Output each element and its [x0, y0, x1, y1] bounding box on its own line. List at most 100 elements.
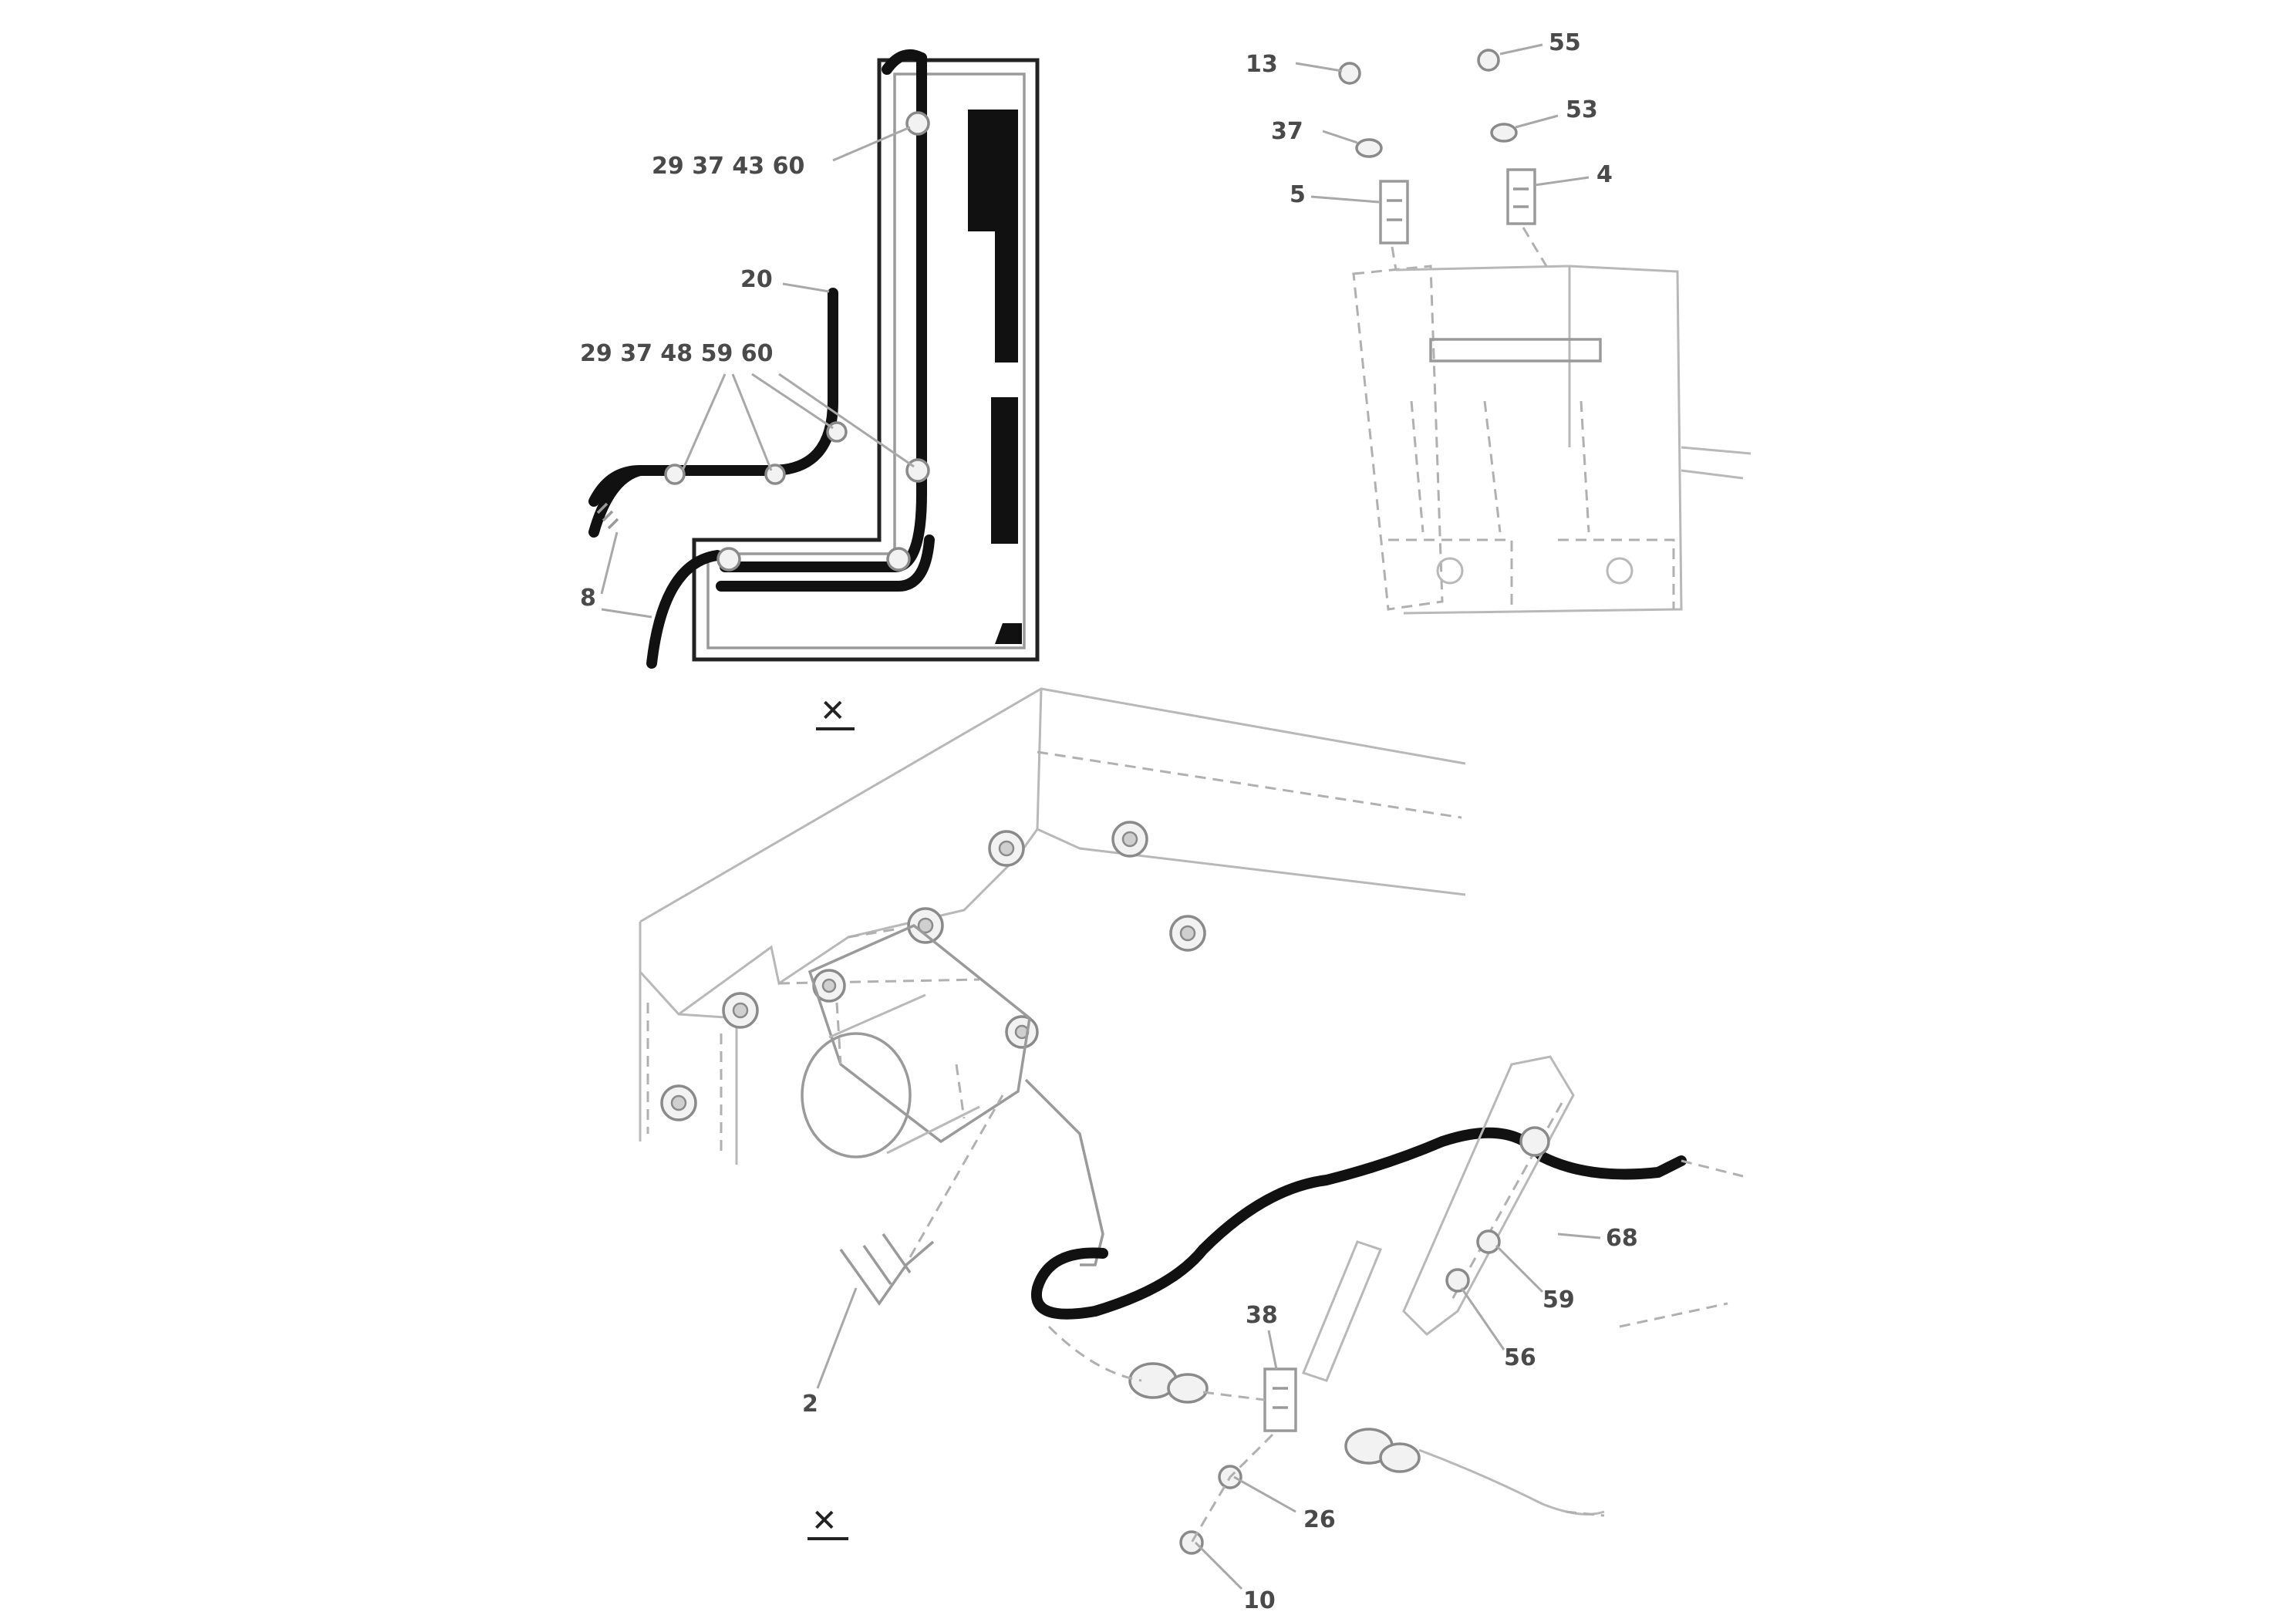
valve-block-lower	[1388, 538, 1675, 609]
housing-step	[678, 828, 1039, 1016]
leader-13	[1295, 62, 1343, 73]
callout-29-37-48-59-60: 29 37 48 59 60	[580, 340, 774, 367]
port	[1436, 557, 1464, 585]
housing-inner-edge	[1037, 750, 1462, 819]
callout-56: 56	[1504, 1344, 1536, 1371]
leader-10	[1194, 1541, 1243, 1590]
callout-8-left: 8	[580, 585, 596, 612]
l-frame-outer	[692, 58, 1040, 662]
detail-bottom: 2 68 59 56 38 26 10 ✕	[639, 687, 1744, 1614]
leader-59	[1495, 1244, 1544, 1293]
valve-block-hatch	[1410, 400, 1590, 533]
leader-5	[1310, 195, 1380, 204]
callout-10: 10	[1243, 1587, 1276, 1614]
callout-37: 37	[1271, 118, 1303, 145]
elbow-fitting-axis	[909, 1094, 1004, 1258]
hose-clamp	[886, 547, 911, 572]
view-marker-bottom: ✕	[811, 1503, 838, 1539]
bolt-center	[670, 1094, 687, 1111]
bolt-center	[998, 840, 1015, 857]
housing-step-2	[778, 928, 980, 985]
fitting-axis	[1522, 227, 1548, 267]
frame-corner-mark	[995, 623, 1022, 644]
washer	[1490, 123, 1518, 143]
housing-front-edge	[1036, 688, 1466, 896]
bolt-center	[732, 1002, 749, 1019]
clamp	[1476, 1229, 1501, 1254]
hose-exit-1	[646, 550, 723, 669]
leader-56	[1460, 1287, 1505, 1351]
callout-68: 68	[1606, 1225, 1638, 1252]
callout-13: 13	[1246, 51, 1278, 78]
leader-mid-4	[778, 373, 915, 468]
valve-block-face	[1568, 266, 1752, 480]
leader-26	[1233, 1475, 1296, 1513]
detail-top-left: 29 37 43 60 20 29 37 48 59 60 8 ✕	[580, 49, 1040, 730]
nipple-fitting	[1379, 180, 1409, 244]
valve-block-outline	[1352, 265, 1444, 611]
washer	[1477, 49, 1500, 72]
lower-hose-end	[1379, 1442, 1421, 1473]
washer	[1179, 1530, 1204, 1555]
bracket-arm	[1302, 1240, 1382, 1382]
lower-hose-outline	[1418, 1448, 1605, 1516]
callout-55: 55	[1549, 29, 1581, 56]
washer	[1355, 138, 1383, 158]
frame-panel-upper	[968, 110, 1018, 363]
leader-20	[782, 282, 830, 293]
housing-left-dash	[646, 1003, 723, 1157]
bracket	[1402, 1055, 1575, 1336]
hose-clamp	[716, 547, 741, 572]
pump-hatch	[835, 1002, 966, 1119]
leader-68	[1557, 1233, 1601, 1239]
leader-38	[1267, 1330, 1278, 1370]
callout-20: 20	[740, 266, 773, 293]
pump-cylinder	[828, 993, 980, 1155]
hose-exit-3	[588, 465, 646, 538]
port	[1606, 557, 1633, 585]
leader-2	[816, 1287, 858, 1389]
washer	[1338, 62, 1361, 85]
hose-exit-2	[716, 534, 935, 592]
callout-5: 5	[1290, 181, 1306, 208]
pump-flange	[807, 923, 1031, 1144]
valve-block-slot	[1429, 338, 1602, 363]
leader-37	[1322, 130, 1358, 144]
valve-block-body	[1395, 265, 1683, 615]
leader-mid-3	[751, 373, 834, 430]
frame-panel-lower	[991, 397, 1018, 544]
leader-mid-2	[731, 373, 773, 471]
hose-end-fitting	[596, 502, 619, 530]
leader-top-group	[832, 126, 911, 162]
hose-fitting-pump	[1024, 1078, 1104, 1266]
callout-4: 4	[1596, 161, 1613, 188]
housing-left-face	[639, 922, 738, 1165]
detail-top-right: 13 37 5 55 53 4	[1246, 29, 1752, 615]
lower-nut	[1167, 1373, 1209, 1404]
view-marker-top: ✕	[820, 693, 846, 729]
leader-55	[1499, 43, 1543, 56]
washer-axis	[1190, 1433, 1274, 1543]
lower-fitting-assembly	[1263, 1367, 1297, 1432]
fitting-axis	[1391, 246, 1397, 271]
lower-axis	[1047, 1325, 1266, 1401]
hose-main	[1030, 1127, 1687, 1320]
housing-top-edge	[639, 687, 1466, 923]
clamp	[1445, 1268, 1470, 1293]
callout-2: 2	[802, 1391, 818, 1418]
hose-vertical-top-loop	[882, 49, 927, 75]
callout-53: 53	[1566, 96, 1598, 123]
bolt-center	[917, 917, 934, 934]
bolt-center	[1179, 925, 1196, 942]
callout-38: 38	[1246, 1302, 1278, 1329]
rear-outline	[1565, 1159, 1744, 1517]
leader-4	[1534, 176, 1590, 187]
pump-body	[801, 1032, 912, 1158]
bolt-center	[1121, 831, 1138, 848]
hose-clamp	[764, 464, 786, 485]
bolt-center	[821, 978, 837, 993]
leader-53	[1515, 114, 1559, 129]
hose-clamp	[664, 464, 686, 485]
leader-mid-1	[681, 373, 727, 471]
